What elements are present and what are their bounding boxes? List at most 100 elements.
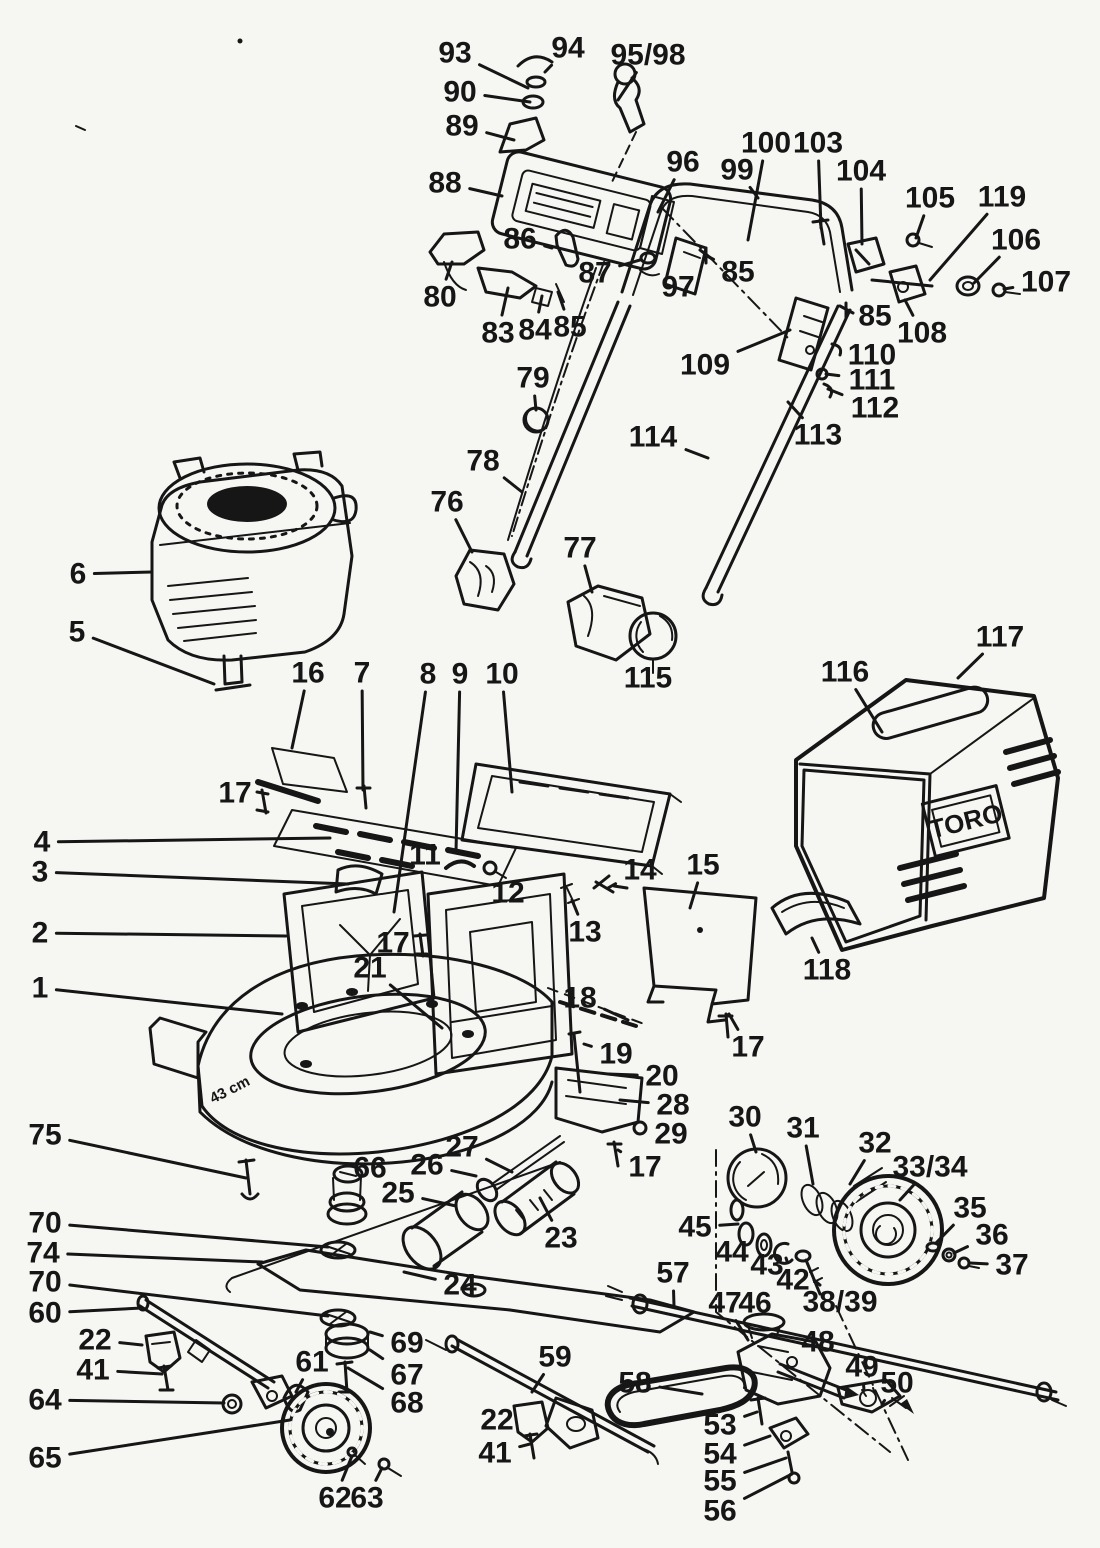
part-label-17: 17 — [218, 777, 251, 810]
leader-line — [68, 1306, 144, 1314]
leader-line — [537, 294, 544, 314]
leader-line — [478, 63, 530, 90]
bag-logo-text: TORO — [926, 797, 1006, 844]
bracket-22-b-drawing — [512, 1400, 550, 1444]
part-label-55: 55 — [703, 1465, 736, 1498]
part-label-57: 57 — [656, 1257, 689, 1290]
part-label-41: 41 — [478, 1437, 511, 1470]
part-label-47: 47 — [708, 1287, 741, 1320]
leader-line — [743, 1456, 788, 1474]
part-label-30: 30 — [728, 1101, 761, 1134]
leader-line — [368, 1348, 385, 1361]
output-shaft-48-drawing — [776, 1362, 859, 1400]
leader-line — [859, 187, 864, 246]
part-label-116: 116 — [821, 656, 869, 689]
part-label-80: 80 — [423, 281, 456, 314]
leader-line — [684, 448, 710, 460]
part-label-45: 45 — [678, 1211, 711, 1244]
leader-line — [68, 1418, 292, 1456]
leader-line — [502, 476, 524, 494]
washer-106-drawing — [955, 275, 981, 297]
leader-line — [360, 689, 365, 792]
leader-line — [570, 898, 580, 916]
bracket-20-28-drawing — [554, 1066, 644, 1134]
leader-line — [854, 688, 884, 734]
leader-line — [290, 689, 306, 750]
part-label-1: 1 — [32, 972, 49, 1005]
leader-line — [54, 931, 288, 938]
chute-deflector-118-drawing — [770, 891, 862, 936]
part-label-95-98: 95/98 — [610, 39, 685, 72]
print-speck — [237, 38, 243, 44]
leader-line — [705, 254, 716, 261]
bracket-104-drawing — [846, 236, 886, 274]
part-label-13: 13 — [568, 916, 601, 949]
part-label-17: 17 — [376, 927, 409, 960]
leader-line — [388, 983, 444, 1030]
front-wheel-65-drawing — [280, 1382, 372, 1474]
bolt-41-a-drawing — [156, 1364, 175, 1392]
leader-line — [824, 372, 841, 378]
bracket-49-drawing — [836, 1378, 902, 1414]
part-label-69: 69 — [390, 1327, 423, 1360]
print-speck — [75, 125, 86, 131]
leader-line — [454, 690, 462, 854]
part-label-58: 58 — [618, 1367, 651, 1400]
leader-line — [530, 1373, 545, 1394]
leader-line — [294, 1378, 305, 1394]
engine-shaft-drawing — [214, 654, 252, 692]
part-label-20: 20 — [645, 1060, 678, 1093]
guard-plate-15-drawing — [642, 886, 758, 1024]
leader-line — [743, 1434, 772, 1447]
part-label-109: 109 — [680, 349, 730, 382]
fastener-63-drawing — [377, 1457, 402, 1477]
part-label-32: 32 — [858, 1127, 891, 1160]
starter-cup-25-26-27-drawing — [401, 1135, 565, 1271]
part-label-113: 113 — [794, 419, 842, 452]
bracket-109-drawing — [777, 296, 830, 372]
leader-line — [68, 1138, 248, 1180]
mower-deck-drawing: 43 cm — [148, 872, 574, 1166]
part-label-53: 53 — [703, 1409, 736, 1442]
leader-line — [54, 988, 284, 1016]
part-label-3: 3 — [32, 856, 49, 889]
washer-44-drawing — [737, 1221, 755, 1247]
part-label-46: 46 — [738, 1287, 771, 1320]
leader-line — [742, 1472, 794, 1500]
part-label-93: 93 — [438, 37, 471, 70]
cable-78-drawing — [507, 261, 605, 541]
part-label-11: 11 — [409, 839, 441, 872]
leader-line — [914, 214, 926, 240]
leader-line — [340, 1454, 354, 1482]
part-label-12: 12 — [491, 877, 524, 910]
part-label-7: 7 — [354, 657, 371, 690]
leader-line — [688, 881, 700, 910]
part-label-60: 60 — [28, 1297, 61, 1330]
part-label-35: 35 — [953, 1192, 986, 1225]
gasket-18-drawing — [547, 987, 645, 1028]
bracket-108-drawing — [888, 264, 927, 304]
leader-line — [656, 178, 676, 214]
part-label-76: 76 — [430, 486, 463, 519]
bolt-53-drawing — [749, 1396, 767, 1426]
spindle-66-drawing — [326, 1164, 368, 1226]
pin-50-drawing — [889, 1395, 914, 1414]
part-label-89: 89 — [445, 110, 478, 143]
washer-29-drawing — [632, 1120, 648, 1136]
clamp-77-drawing — [566, 584, 652, 662]
bag-logo: TORO — [920, 784, 1011, 858]
part-label-48: 48 — [801, 1326, 834, 1359]
part-label-21: 21 — [353, 952, 386, 985]
part-label-85: 85 — [553, 311, 586, 344]
part-label-17: 17 — [731, 1031, 764, 1064]
bolt-17-b-drawing — [412, 932, 429, 958]
part-label-103: 103 — [793, 127, 843, 160]
part-label-42: 42 — [776, 1264, 809, 1297]
leader-line — [368, 1330, 384, 1338]
leader-line — [1002, 286, 1015, 291]
lever-95-98-drawing — [611, 62, 646, 183]
bolt-41-b-drawing — [522, 1432, 539, 1460]
blade-washer-70-upper-drawing — [319, 1240, 357, 1260]
part-label-83: 83 — [481, 317, 514, 350]
